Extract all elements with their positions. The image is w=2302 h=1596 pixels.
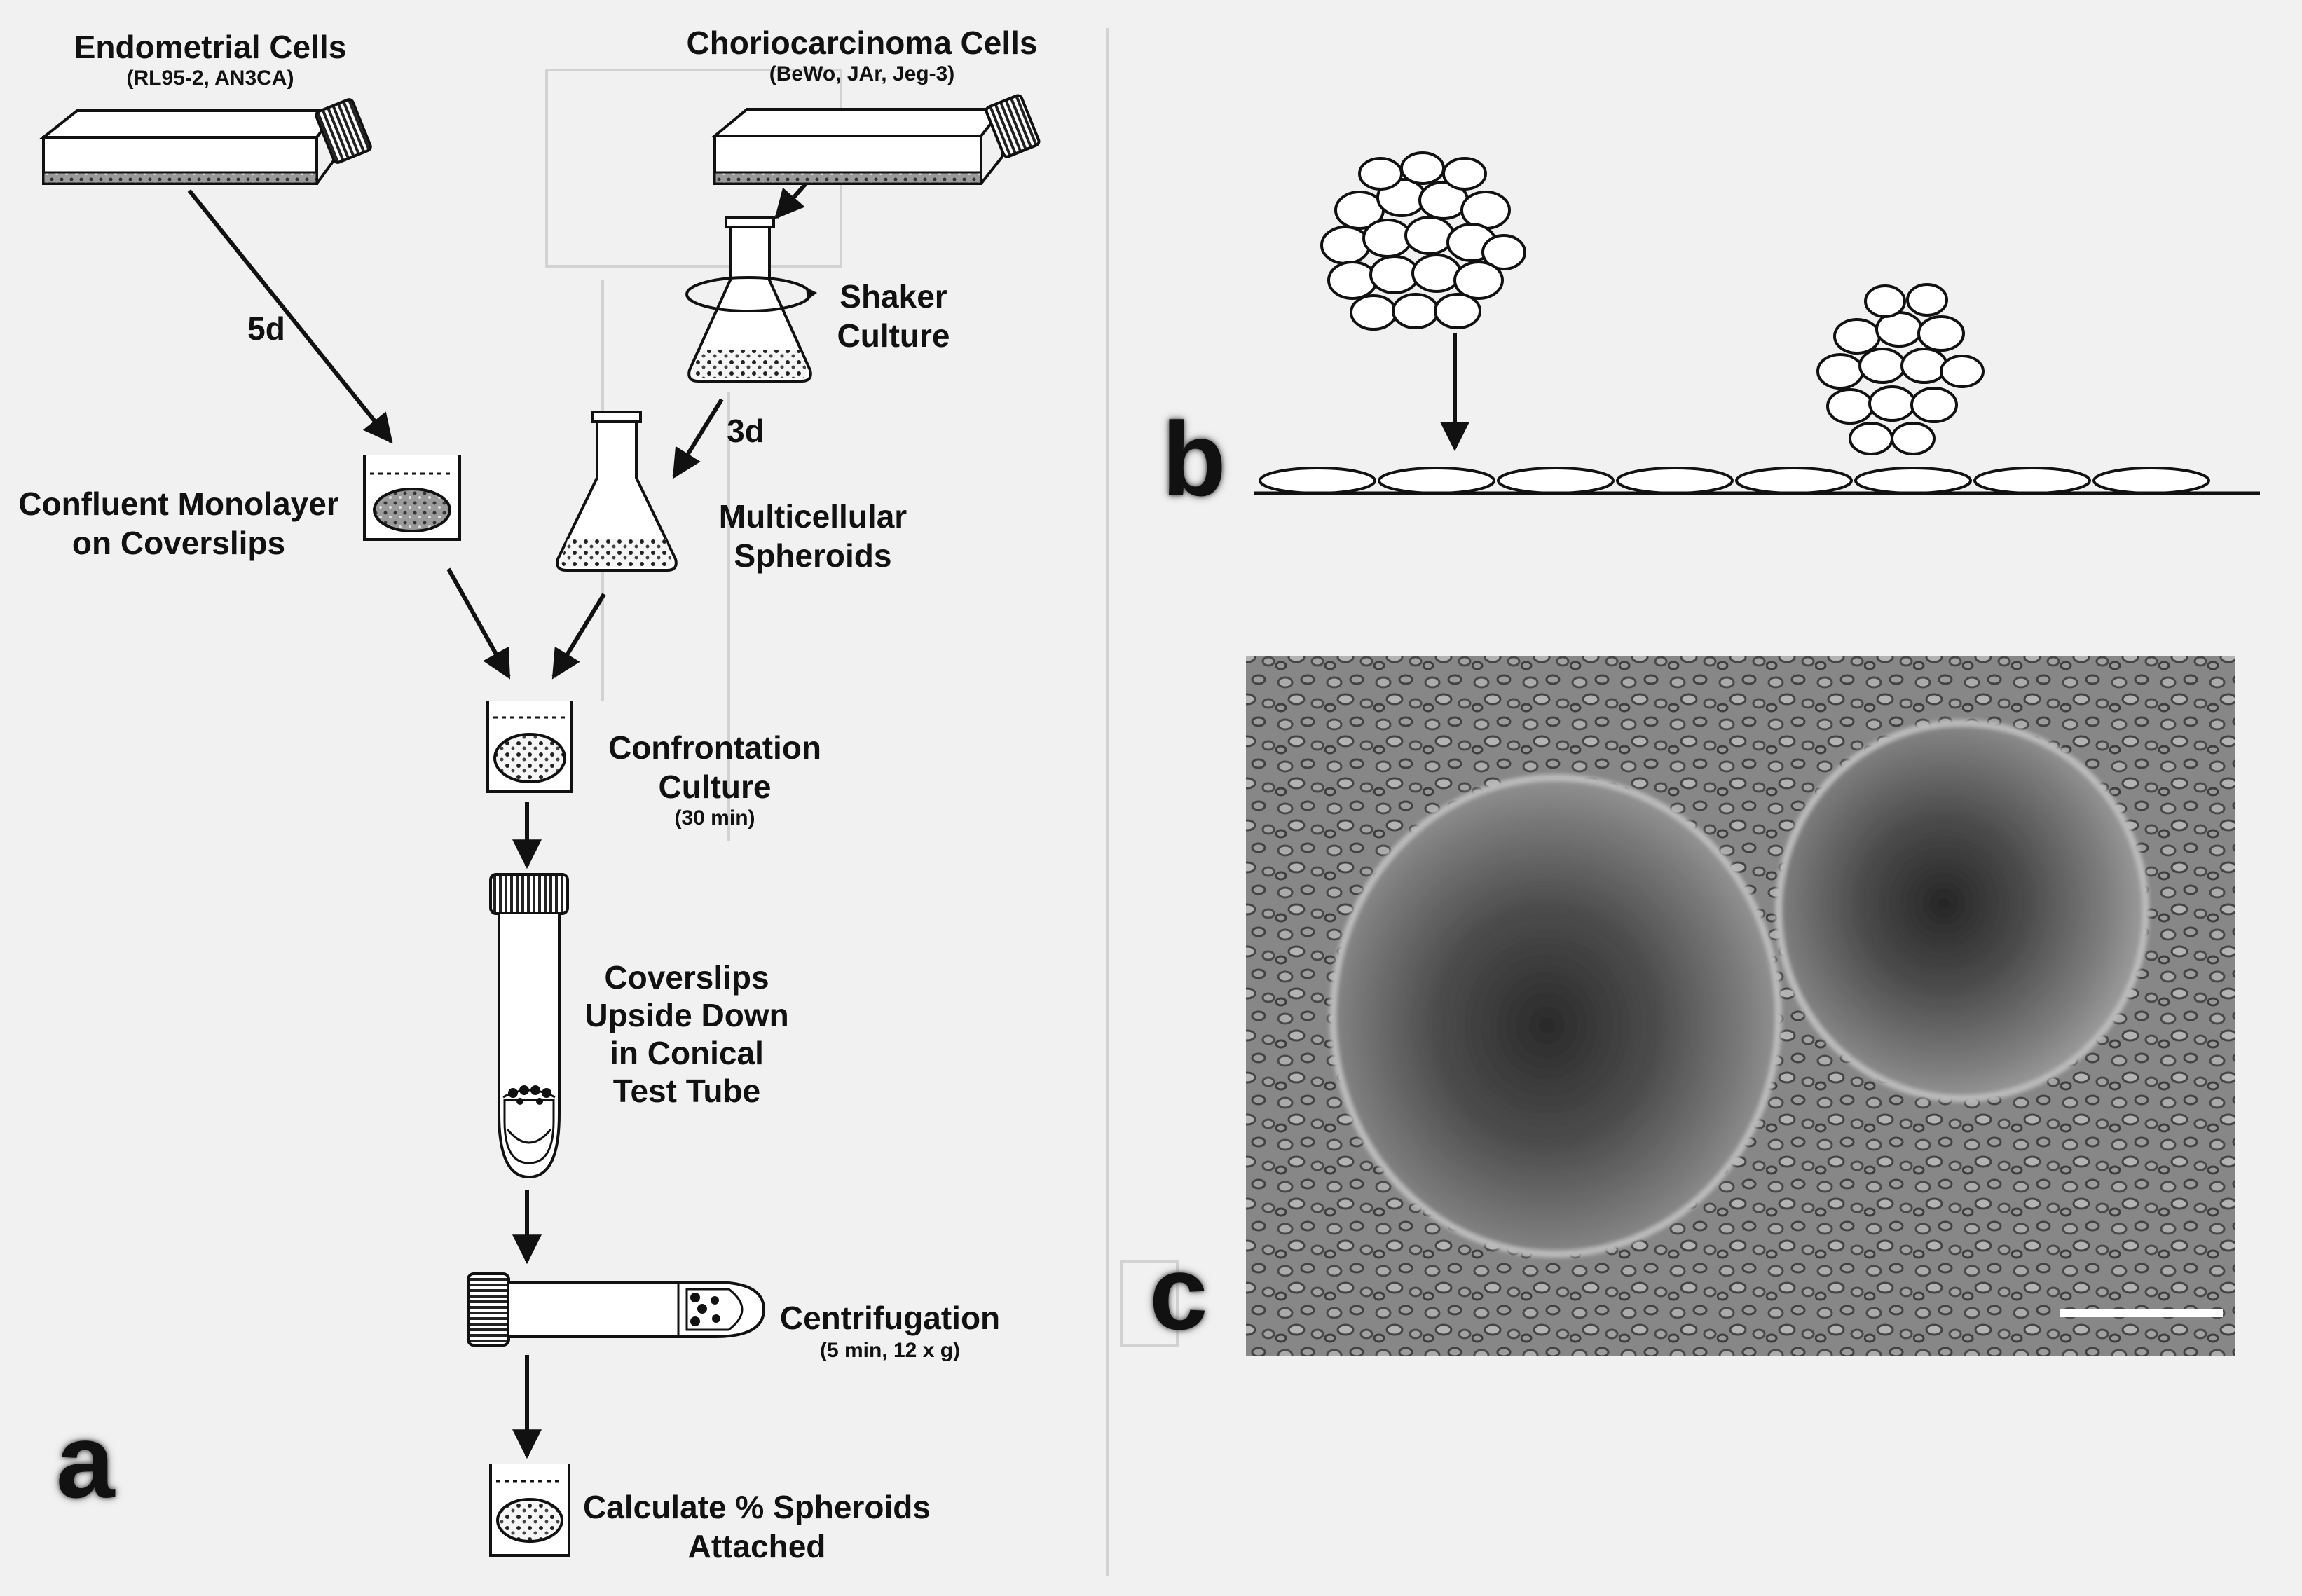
attached-spheroid bbox=[1816, 283, 1985, 455]
shaker-flask bbox=[685, 216, 817, 383]
centrifugation-label: Centrifugation bbox=[779, 1300, 1001, 1336]
conical-test-tube bbox=[489, 873, 569, 1179]
confrontation-label: Confrontation bbox=[608, 729, 822, 766]
flow-arrows bbox=[187, 182, 808, 1459]
centrifugation-params-label: (5 min, 12 x g) bbox=[819, 1339, 961, 1362]
choriocarcinoma-flask bbox=[711, 94, 1041, 185]
spheroids-label: Spheroids bbox=[734, 537, 892, 574]
epithelial-monolayer bbox=[1259, 467, 2210, 495]
three-day-label: 3d bbox=[727, 413, 765, 449]
panel-b-schematic bbox=[1254, 151, 2260, 495]
choriocarcinoma-cells-title: Choriocarcinoma Cells bbox=[686, 25, 1038, 61]
shaker-culture-label: Culture bbox=[837, 317, 950, 354]
coverslips-label-1: Coverslips bbox=[604, 959, 769, 996]
monolayer-sub-label: on Coverslips bbox=[71, 525, 286, 561]
result-dish bbox=[489, 1464, 570, 1557]
centrifuge-tube bbox=[467, 1272, 766, 1347]
monolayer-label: Confluent Monolayer bbox=[18, 486, 339, 522]
coverslips-label-3: in Conical bbox=[610, 1035, 764, 1071]
coverslips-label-2: Upside Down bbox=[584, 997, 789, 1033]
shaker-label: Shaker bbox=[840, 278, 947, 315]
endometrial-cells-title: Endometrial Cells bbox=[74, 29, 347, 65]
panel-c-micrograph bbox=[1246, 656, 2235, 1356]
calculate-label: Calculate % Spheroids bbox=[583, 1489, 931, 1525]
monolayer-dish bbox=[363, 455, 461, 541]
coverslips-label-4: Test Tube bbox=[612, 1073, 761, 1109]
multicellular-label: Multicellular bbox=[718, 498, 907, 535]
background-bleedthrough bbox=[545, 28, 1179, 1576]
confrontation-culture-label: Culture bbox=[658, 769, 772, 805]
confrontation-time-label: (30 min) bbox=[674, 806, 755, 830]
free-spheroid bbox=[1320, 151, 1526, 331]
spheroid-flask bbox=[556, 411, 678, 572]
endometrial-cell-lines: (RL95-2, AN3CA) bbox=[126, 67, 294, 90]
endometrial-flask bbox=[39, 98, 372, 185]
confrontation-dish bbox=[486, 701, 573, 793]
five-day-label: 5d bbox=[247, 310, 285, 347]
panel-letter-a: a bbox=[56, 1402, 115, 1520]
panel-letter-c: c bbox=[1149, 1234, 1208, 1351]
attached-label: Attached bbox=[687, 1528, 826, 1564]
panel-letter-b: b bbox=[1162, 400, 1226, 518]
choriocarcinoma-cell-lines: (BeWo, JAr, Jeg-3) bbox=[769, 62, 955, 85]
